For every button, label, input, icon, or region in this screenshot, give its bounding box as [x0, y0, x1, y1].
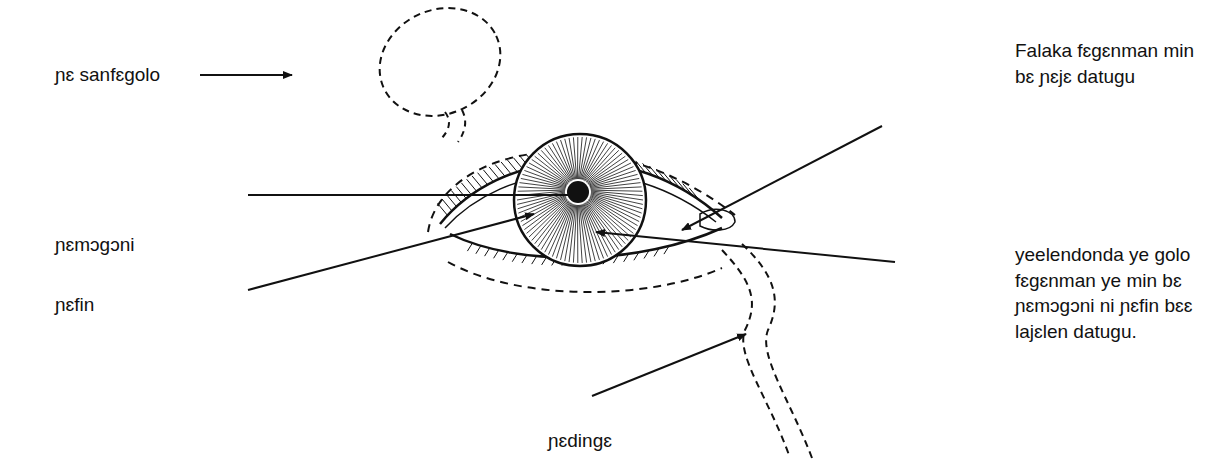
- leader-line: [682, 126, 882, 230]
- tear-duct: [742, 244, 812, 458]
- part-label: ɲɛ sanfɛgolo: [55, 62, 160, 88]
- leader-line: [592, 334, 746, 396]
- pupil: [567, 181, 589, 203]
- iris: [514, 134, 646, 266]
- part-label: ɲɛdingɛ: [548, 428, 612, 454]
- leader-line: [248, 214, 534, 290]
- leader-line: [248, 194, 574, 196]
- part-label: yeelendonda ye golo fɛgɛnman ye min bɛ ɲ…: [1015, 242, 1205, 345]
- leader-line: [200, 74, 292, 76]
- lacrimal-gland: [362, 0, 518, 135]
- part-label: ɲɛfin: [55, 292, 94, 318]
- leader-line: [596, 232, 895, 262]
- part-label: ɲɛmɔgɔni: [55, 232, 134, 258]
- iris-rays: [517, 137, 643, 263]
- tear-duct: [722, 250, 790, 458]
- part-label: Falaka fɛgɛnman min bɛ ɲɛjɛ datugu: [1015, 38, 1200, 89]
- gland-duct: [440, 110, 465, 142]
